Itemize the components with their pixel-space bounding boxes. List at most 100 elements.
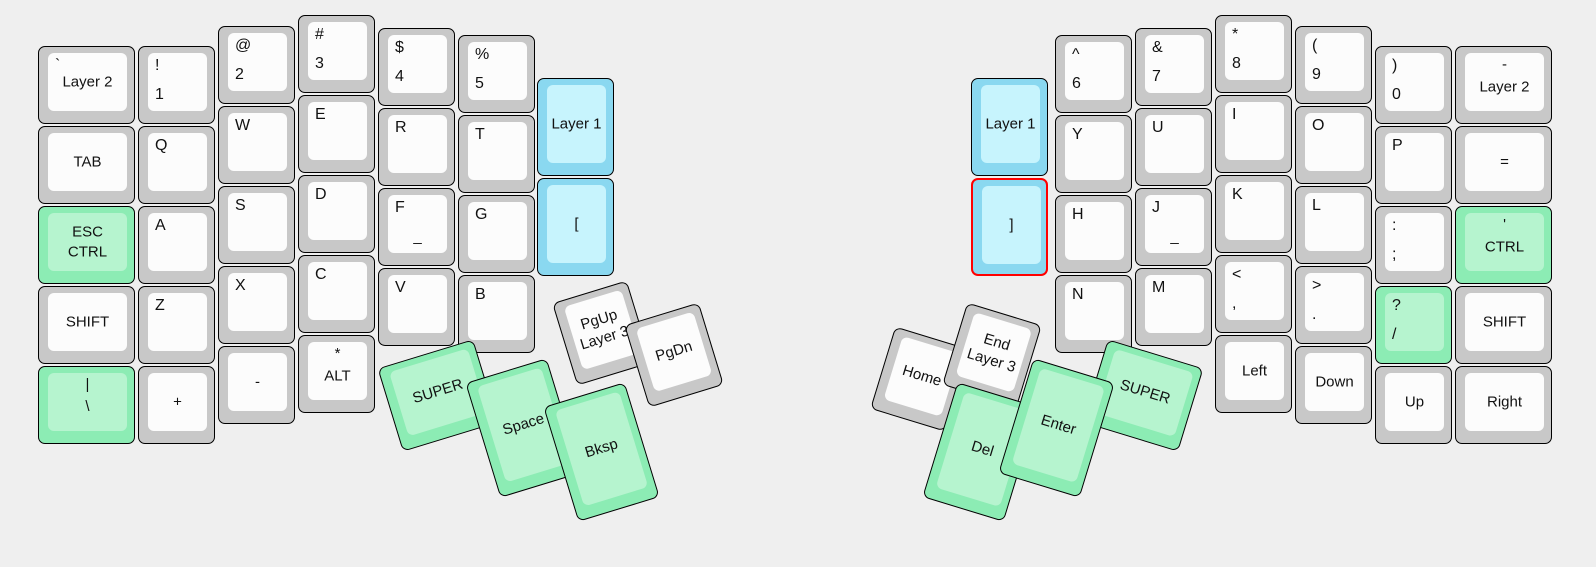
key-9-paren[interactable]: (9 — [1295, 26, 1372, 104]
key-a[interactable]: A — [138, 206, 215, 284]
key-u-cap: U — [1145, 115, 1204, 173]
key-layer1[interactable]: Layer 1 — [537, 78, 614, 176]
key-tab[interactable]: TAB — [38, 126, 135, 204]
key-minus[interactable]: - — [218, 346, 295, 424]
key-8-star[interactable]: *8 — [1215, 15, 1292, 93]
key-i[interactable]: I — [1215, 95, 1292, 173]
key-tab-cap: TAB — [48, 133, 127, 191]
key-layer2-grave[interactable]: `Layer 2 — [38, 46, 135, 124]
key-down-legend-main: Down — [1315, 373, 1354, 391]
key-1-bang-legend-sub: 1 — [155, 86, 164, 103]
key-b[interactable]: B — [458, 275, 535, 353]
key-alt-legend-main: ALT — [324, 366, 351, 384]
key-plus[interactable]: + — [138, 366, 215, 444]
key-4-dollar-cap: $4 — [388, 35, 447, 93]
key-tab-legend-main: TAB — [73, 153, 102, 171]
key-3-hash-legend-sub: 3 — [315, 55, 324, 72]
key-1-bang-legend-top: ! — [155, 57, 160, 74]
key-d[interactable]: D — [298, 175, 375, 253]
key-pgdn[interactable]: PgDn — [624, 302, 724, 408]
key-9-paren-cap: (9 — [1305, 33, 1364, 91]
key-layer1-cap: Layer 1 — [547, 85, 606, 163]
key-left[interactable]: Left — [1215, 335, 1292, 413]
key-f[interactable]: F_ — [378, 188, 455, 266]
key-2-at-legend-top: @ — [235, 37, 252, 54]
key-right-cap: Right — [1465, 373, 1544, 431]
key-pipe-backslash[interactable]: |\ — [38, 366, 135, 444]
key-4-dollar[interactable]: $4 — [378, 28, 455, 106]
key-p[interactable]: P — [1375, 126, 1452, 204]
key-right[interactable]: Right — [1455, 366, 1552, 444]
key-2-at[interactable]: @2 — [218, 26, 295, 104]
key-i-cap: I — [1225, 102, 1284, 160]
key-s[interactable]: S — [218, 186, 295, 264]
key-z[interactable]: Z — [138, 286, 215, 364]
key-shift-right-cap: SHIFT — [1465, 293, 1544, 351]
key-q-cap: Q — [148, 133, 207, 191]
key-minus-cap: - — [228, 353, 287, 411]
key-o[interactable]: O — [1295, 106, 1372, 184]
key-shift[interactable]: SHIFT — [38, 286, 135, 364]
key-o-legend-top: O — [1312, 117, 1325, 134]
key-up-cap: Up — [1385, 373, 1444, 431]
key-3-hash-cap: #3 — [308, 22, 367, 80]
key-bksp[interactable]: Bksp — [543, 382, 660, 522]
key-layer2-minus[interactable]: -Layer 2 — [1455, 46, 1552, 124]
key-e[interactable]: E — [298, 95, 375, 173]
key-7-amp-legend-sub: 7 — [1152, 68, 1161, 85]
key-j[interactable]: J_ — [1135, 188, 1212, 266]
key-h[interactable]: H — [1055, 195, 1132, 273]
key-n[interactable]: N — [1055, 275, 1132, 353]
key-down[interactable]: Down — [1295, 346, 1372, 424]
key-shift-right[interactable]: SHIFT — [1455, 286, 1552, 364]
key-period[interactable]: >. — [1295, 266, 1372, 344]
key-0-paren[interactable]: )0 — [1375, 46, 1452, 124]
key-5-percent[interactable]: %5 — [458, 35, 535, 113]
key-k[interactable]: K — [1215, 175, 1292, 253]
key-equals[interactable]: = — [1455, 126, 1552, 204]
key-w[interactable]: W — [218, 106, 295, 184]
key-ctrl-quote[interactable]: 'CTRL — [1455, 206, 1552, 284]
key-bracket-left[interactable]: [ — [537, 178, 614, 276]
key-3-hash[interactable]: #3 — [298, 15, 375, 93]
key-7-amp-cap: &7 — [1145, 35, 1204, 93]
key-q[interactable]: Q — [138, 126, 215, 204]
key-period-legend-sub: . — [1312, 306, 1317, 323]
key-c[interactable]: C — [298, 255, 375, 333]
key-6-caret[interactable]: ^6 — [1055, 35, 1132, 113]
key-slash-question[interactable]: ?/ — [1375, 286, 1452, 364]
key-minus-legend-main: - — [255, 373, 260, 391]
key-y[interactable]: Y — [1055, 115, 1132, 193]
key-x[interactable]: X — [218, 266, 295, 344]
key-5-percent-cap: %5 — [468, 42, 527, 100]
key-0-paren-legend-top: ) — [1392, 57, 1398, 74]
key-1-bang[interactable]: !1 — [138, 46, 215, 124]
key-space-legend-main: Space — [500, 409, 547, 439]
key-left-legend-main: Left — [1241, 362, 1268, 380]
key-t[interactable]: T — [458, 115, 535, 193]
key-h-legend-top: H — [1072, 206, 1084, 223]
key-u[interactable]: U — [1135, 108, 1212, 186]
key-l[interactable]: L — [1295, 186, 1372, 264]
key-layer1-right[interactable]: Layer 1 — [971, 78, 1048, 176]
key-r[interactable]: R — [378, 108, 455, 186]
key-s-legend-top: S — [235, 197, 246, 214]
key-7-amp[interactable]: &7 — [1135, 28, 1212, 106]
key-8-star-legend-sub: 8 — [1232, 55, 1241, 72]
key-end-layer3-cap: End Layer 3 — [955, 312, 1033, 393]
key-n-cap: N — [1065, 282, 1124, 340]
key-semicolon[interactable]: :; — [1375, 206, 1452, 284]
key-esc-ctrl[interactable]: ESC CTRL — [38, 206, 135, 284]
key-plus-cap: + — [148, 373, 207, 431]
key-m[interactable]: M — [1135, 268, 1212, 346]
key-alt[interactable]: *ALT — [298, 335, 375, 413]
key-a-legend-top: A — [155, 217, 166, 234]
key-b-legend-top: B — [475, 286, 486, 303]
key-up[interactable]: Up — [1375, 366, 1452, 444]
key-bracket-right[interactable]: ] — [971, 178, 1048, 276]
key-comma[interactable]: <, — [1215, 255, 1292, 333]
key-f-legend-top: F — [395, 199, 405, 216]
key-v[interactable]: V — [378, 268, 455, 346]
key-5-percent-legend-top: % — [475, 46, 490, 63]
key-g[interactable]: G — [458, 195, 535, 273]
